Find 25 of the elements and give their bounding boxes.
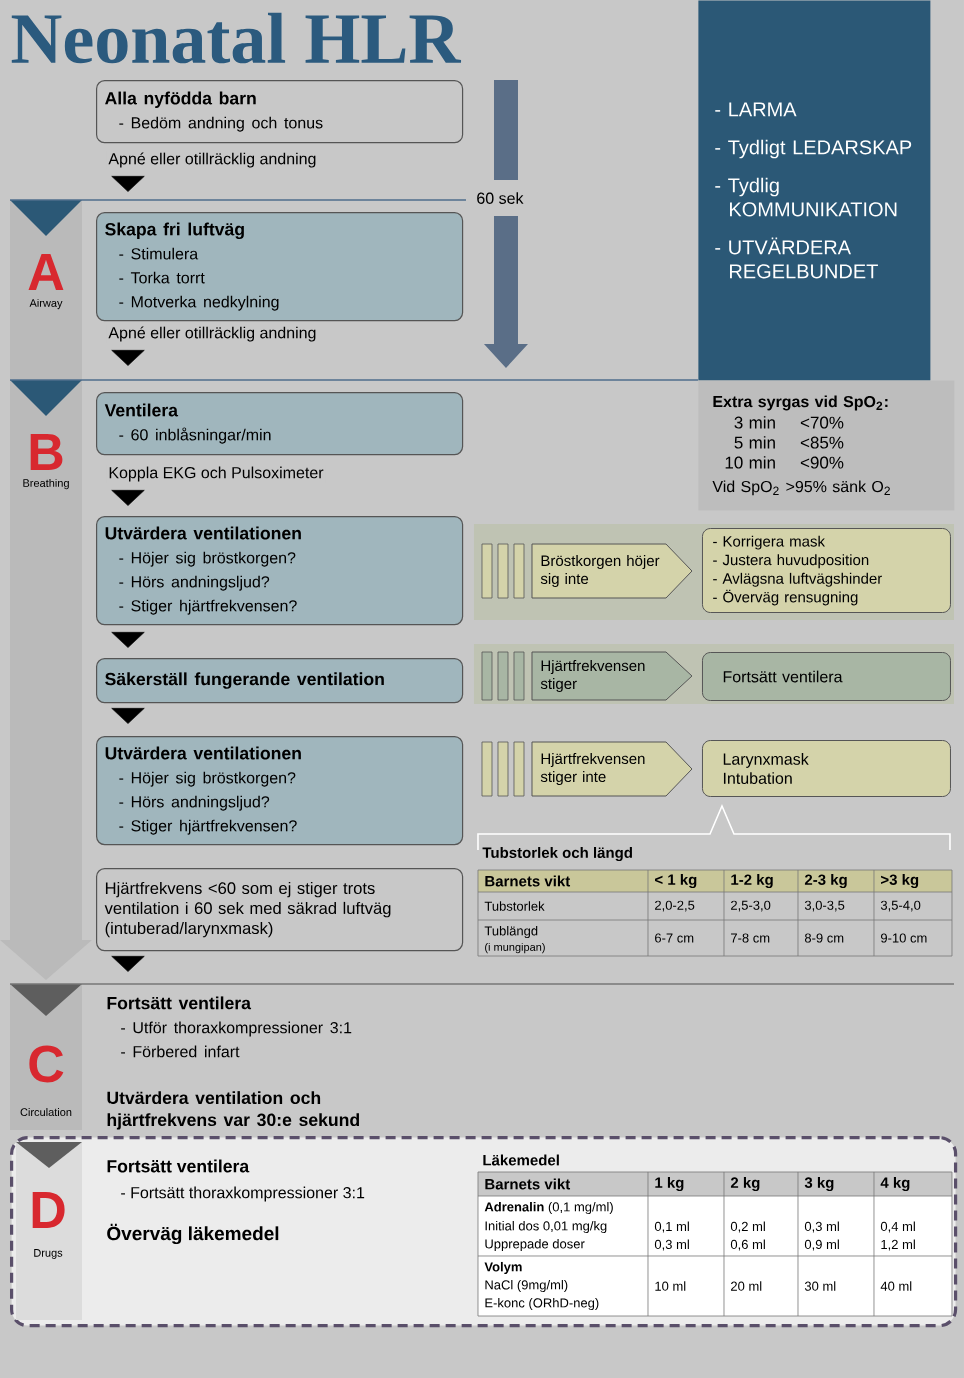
section-letter: C — [29, 1045, 64, 1083]
arrow — [111, 488, 145, 506]
section-letter: B — [30, 434, 63, 470]
edge-label: Apné eller otillräcklig andning — [106, 150, 319, 170]
time-label: 60 sek — [477, 192, 524, 204]
process-box: Skapa fri luftväg - Stimulera - Torka torrt - Motverka nedkylning — [96, 212, 464, 322]
result-box: Larynxmask Intubation — [702, 740, 951, 797]
process-box: Utvärdera ventilationen - Höjer sig bröstkorgen? - Hörs andningsljud? - Stiger hjärtfrekvensen? — [96, 736, 464, 846]
edge-label: Apné eller otillräcklig andning — [106, 324, 319, 344]
oxygen-panel: Extra syrgas vid SpO$_{2}$: 3 min <70% 5 min <85% 10 min <90% Vid SpO$_{2}$ >95% sänk O$_{2}$ — [698, 380, 955, 511]
process-box: Säkerställ fungerande ventilation — [96, 658, 464, 704]
title: Neonatal HLR — [11, 12, 462, 64]
process-box: Ventilera - 60 inblåsningar/min — [96, 392, 464, 456]
arrow — [111, 706, 145, 724]
step-text: Fortsätt ventilera - Utför thoraxkompressioner 3:1 - Förbered infart Utvärdera ventilation och hjärtfrekvens var 30:e sekund — [107, 996, 359, 1130]
arrow — [111, 630, 145, 648]
note-box: Hjärtfrekvens <60 som ej stiger trots ventilation i 60 sek med säkrad luftväg (intuberad/larynxmask) — [96, 868, 464, 952]
arrow — [111, 348, 145, 366]
section-letter: A — [28, 254, 64, 290]
process-box: Alla nyfödda barn - Bedöm andning och tonus — [96, 80, 464, 144]
result-box: Fortsätt ventilera — [702, 652, 951, 701]
arrow — [111, 172, 145, 192]
arrow — [111, 954, 145, 972]
reminder-panel: - LARMA - Tydligt LEDARSKAP - Tydlig KOMMUNIKATION - UTVÄRDERA REGELBUNDET — [698, 0, 931, 381]
process-box: Utvärdera ventilationen - Höjer sig bröstkorgen? - Hörs andningsljud? - Stiger hjärtfrekvensen? — [96, 516, 464, 626]
